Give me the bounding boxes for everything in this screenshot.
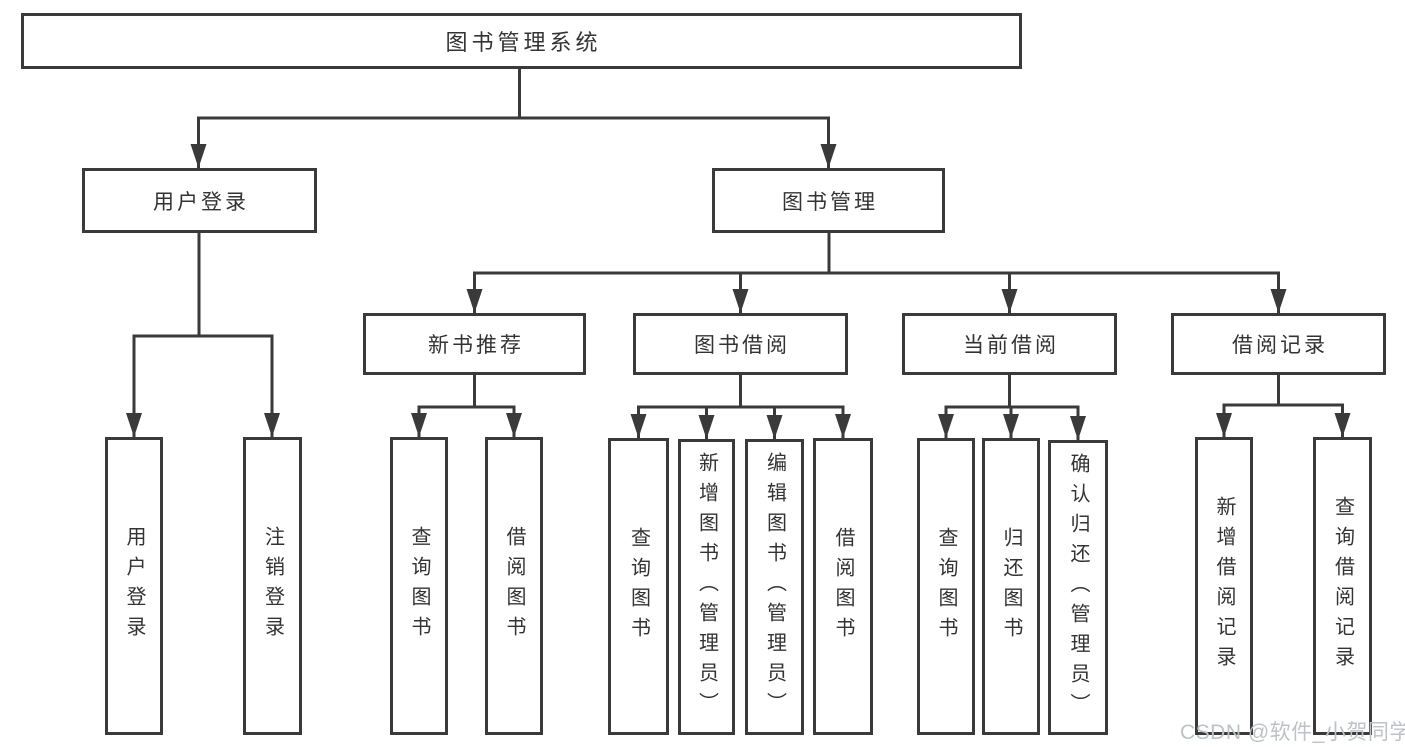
leaf-bb-edit-book-admin-label: 编辑图书（管理员） [763, 452, 786, 722]
leaf-br-add-record-label: 新增借阅记录 [1213, 496, 1235, 676]
leaf-cb-return-book: 归还图书 [982, 438, 1040, 735]
leaf-logout: 注销登录 [243, 437, 302, 735]
leaf-bb-add-book-admin: 新增图书（管理员） [678, 439, 735, 735]
leaf-bb-borrow-book: 借阅图书 [813, 438, 873, 735]
node-root-label: 图书管理系统 [445, 30, 602, 55]
csdn-watermark: CSDN @软件_小贺同学 [1180, 721, 1405, 744]
leaf-br-query-record: 查询借阅记录 [1313, 437, 1372, 735]
leaf-bb-query-book-label: 查询图书 [627, 526, 650, 647]
leaf-bb-edit-book-admin: 编辑图书（管理员） [745, 439, 804, 735]
leaf-user-login: 用户登录 [105, 437, 163, 735]
node-current-borrow: 当前借阅 [902, 313, 1117, 375]
leaf-br-add-record: 新增借阅记录 [1195, 437, 1253, 735]
node-new-book-recommend: 新书推荐 [363, 313, 586, 375]
leaf-cb-confirm-return-admin-label: 确认归还（管理员） [1067, 452, 1089, 723]
node-book-borrow: 图书借阅 [633, 313, 848, 375]
leaf-nbr-query-book-label: 查询图书 [408, 526, 430, 646]
node-user-login-label: 用户登录 [153, 190, 249, 214]
leaf-nbr-borrow-book-label: 借阅图书 [503, 526, 525, 646]
leaf-user-login-label: 用户登录 [123, 526, 145, 646]
leaf-cb-query-book-label: 查询图书 [935, 526, 957, 647]
node-current-borrow-label: 当前借阅 [963, 334, 1059, 357]
node-book-borrow-label: 图书借阅 [694, 334, 790, 357]
leaf-bb-query-book: 查询图书 [608, 438, 669, 735]
leaf-nbr-query-book: 查询图书 [390, 437, 448, 735]
leaf-bb-borrow-book-label: 借阅图书 [832, 526, 854, 647]
leaf-br-query-record-label: 查询借阅记录 [1331, 496, 1354, 676]
node-borrow-records: 借阅记录 [1171, 313, 1386, 375]
leaf-logout-label: 注销登录 [261, 526, 284, 646]
leaf-cb-return-book-label: 归还图书 [1000, 526, 1022, 647]
node-new-book-recommend-label: 新书推荐 [428, 334, 524, 357]
node-book-management-label: 图书管理 [782, 190, 878, 214]
node-user-login: 用户登录 [82, 168, 317, 233]
leaf-bb-add-book-admin-label: 新增图书（管理员） [695, 452, 718, 722]
leaf-cb-confirm-return-admin: 确认归还（管理员） [1048, 440, 1108, 735]
node-book-management: 图书管理 [712, 168, 945, 233]
node-borrow-records-label: 借阅记录 [1232, 334, 1328, 357]
leaf-nbr-borrow-book: 借阅图书 [485, 437, 543, 735]
node-root: 图书管理系统 [21, 13, 1022, 69]
leaf-cb-query-book: 查询图书 [917, 438, 975, 735]
